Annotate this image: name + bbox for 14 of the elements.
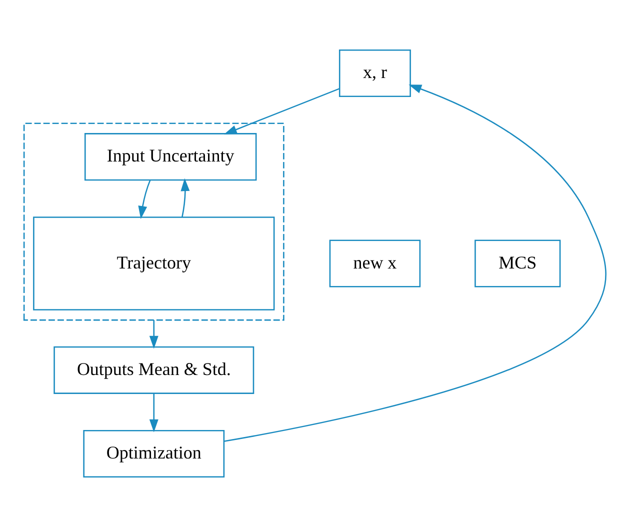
node-box: Optimization [83, 429, 225, 477]
arrow [180, 178, 190, 217]
node-box: x, r [338, 49, 411, 97]
node-box: Outputs Mean & Std. [54, 346, 254, 394]
node-box: MCS [474, 239, 561, 287]
node-box: new x [329, 239, 421, 287]
arrow [224, 88, 340, 134]
arrow [149, 320, 158, 348]
node-box: Trajectory [33, 216, 275, 310]
arrow [224, 84, 606, 442]
arrow [138, 179, 151, 218]
node-box: Input Uncertainty [84, 132, 257, 180]
arrow [149, 393, 158, 432]
cluster [23, 122, 284, 320]
